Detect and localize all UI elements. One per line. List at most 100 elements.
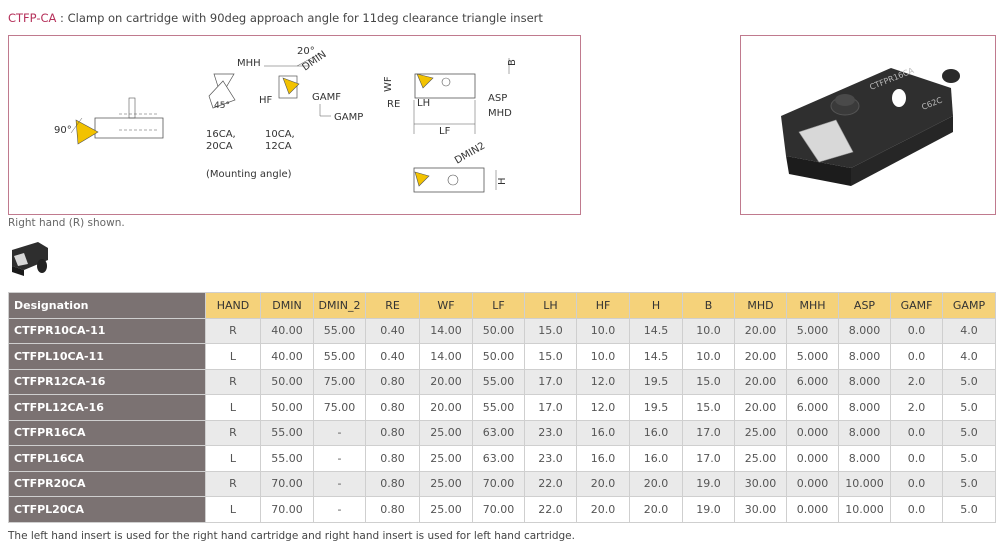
angle-20-label: 20° (297, 46, 315, 57)
table-cell: 19.0 (682, 470, 735, 497)
table-cell: 25.00 (419, 496, 473, 523)
table-cell: 8.000 (838, 394, 891, 421)
table-cell: 25.00 (419, 470, 473, 497)
product-photo: CTFPR16CA C62C (740, 35, 996, 215)
table-cell: - (313, 470, 366, 497)
lh-label: LH (417, 98, 430, 109)
asp-label: ASP (488, 93, 507, 104)
table-cell: 55.00 (313, 317, 366, 344)
table-cell: 63.00 (472, 419, 525, 446)
table-cell: 17.0 (524, 368, 577, 395)
table-cell: 70.00 (260, 496, 314, 523)
table-cell: 0.000 (786, 496, 839, 523)
table-cell: - (313, 496, 366, 523)
product-description: Clamp on cartridge with 90deg approach a… (67, 11, 543, 25)
table-cell: 16.0 (629, 419, 683, 446)
table-cell: 5.0 (942, 445, 996, 472)
table-cell: 17.0 (682, 419, 735, 446)
product-thumbnail[interactable] (8, 236, 52, 280)
column-header-lh: LH (524, 292, 577, 319)
table-cell: 0.80 (365, 368, 420, 395)
table-cell: 10.000 (838, 496, 891, 523)
table-cell: 0.0 (890, 496, 943, 523)
table-cell: 20.00 (419, 368, 473, 395)
table-cell: 15.0 (524, 317, 577, 344)
table-cell: 55.00 (472, 368, 525, 395)
table-cell: L (205, 343, 261, 370)
table-cell: 55.00 (260, 445, 314, 472)
table-cell: 50.00 (260, 394, 314, 421)
table-cell: R (205, 368, 261, 395)
table-cell: 20.0 (576, 496, 630, 523)
table-cell: 0.0 (890, 317, 943, 344)
table-cell: 8.000 (838, 368, 891, 395)
technical-drawing-svg: 90° 45° 16CA, 20CA MHH 20° DMIN HF GAMF … (54, 46, 518, 193)
table-cell: 25.00 (734, 445, 787, 472)
table-cell: 17.0 (682, 445, 735, 472)
right-hand-note: Right hand (R) shown. (8, 217, 125, 229)
column-header-gamf: GAMF (890, 292, 943, 319)
table-cell: 70.00 (260, 470, 314, 497)
table-cell: 0.80 (365, 496, 420, 523)
column-header-lf: LF (472, 292, 525, 319)
table-cell: L (205, 496, 261, 523)
h-label: H (497, 177, 508, 185)
designation-cell: CTFPL12CA-16 (8, 394, 206, 421)
product-photo-svg: CTFPR16CA C62C (781, 66, 960, 186)
table-cell: 19.5 (629, 394, 683, 421)
column-header-wf: WF (419, 292, 473, 319)
table-cell: 0.0 (890, 445, 943, 472)
designation-cell: CTFPR20CA (8, 470, 206, 497)
table-cell: 40.00 (260, 317, 314, 344)
table-cell: 20.00 (419, 394, 473, 421)
table-cell: 63.00 (472, 445, 525, 472)
table-cell: 5.000 (786, 317, 839, 344)
table-cell: 40.00 (260, 343, 314, 370)
table-cell: 25.00 (734, 419, 787, 446)
gamf-label: GAMF (312, 92, 341, 103)
table-cell: 12.0 (576, 368, 630, 395)
footer-note: The left hand insert is used for the rig… (8, 530, 575, 542)
table-cell: 10.0 (576, 343, 630, 370)
table-cell: 5.0 (942, 368, 996, 395)
table-cell: 14.00 (419, 343, 473, 370)
size-group-b-line2: 12CA (265, 141, 292, 152)
table-cell: 0.80 (365, 394, 420, 421)
table-cell: 5.0 (942, 419, 996, 446)
table-cell: 20.0 (629, 496, 683, 523)
front-view: DMIN2 H (413, 141, 508, 193)
re-label: RE (387, 99, 400, 110)
table-cell: 10.0 (576, 317, 630, 344)
column-header-gamp: GAMP (942, 292, 996, 319)
designation-cell: CTFPL10CA-11 (8, 343, 206, 370)
table-cell: 10.000 (838, 470, 891, 497)
table-cell: 14.5 (629, 317, 683, 344)
table-cell: R (205, 419, 261, 446)
gamp-label: GAMP (334, 112, 363, 123)
mhh-label: MHH (237, 58, 261, 69)
table-cell: 75.00 (313, 368, 366, 395)
table-cell: 19.0 (682, 496, 735, 523)
table-cell: 8.000 (838, 419, 891, 446)
mounting-angle-label: (Mounting angle) (206, 169, 292, 180)
dmin2-label: DMIN2 (453, 141, 487, 167)
insert-shape (75, 119, 99, 145)
table-cell: R (205, 470, 261, 497)
angle-90-label: 90° (54, 125, 72, 136)
table-cell: 20.00 (734, 394, 787, 421)
size-group-a-line1: 16CA, (206, 129, 236, 140)
size-group-b-line1: 10CA, (265, 129, 295, 140)
size-group-a-line2: 20CA (206, 141, 233, 152)
table-cell: 8.000 (838, 317, 891, 344)
table-cell: 17.0 (524, 394, 577, 421)
table-cell: 20.00 (734, 368, 787, 395)
angle-45-label: 45° (214, 101, 230, 111)
table-cell: 5.0 (942, 470, 996, 497)
